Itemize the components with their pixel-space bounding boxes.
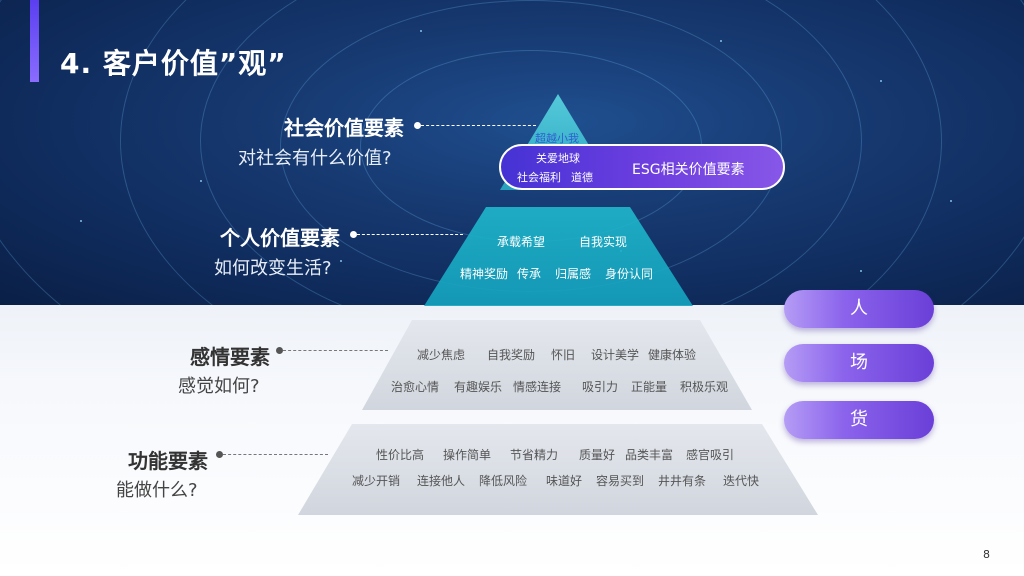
keyword-item: 自我奖励 bbox=[487, 348, 536, 362]
keyword-item: 设计美学 bbox=[591, 348, 640, 362]
keyword-item: 性价比高 bbox=[376, 448, 425, 462]
keyword-item: 传承 bbox=[517, 267, 542, 281]
social-value-label: 社会价值要素 bbox=[284, 116, 404, 140]
keyword-item: 治愈心情 bbox=[391, 380, 440, 394]
keyword-item: 正能量 bbox=[631, 380, 668, 394]
goods-pill: 货 bbox=[784, 401, 934, 439]
keyword-item: 积极乐观 bbox=[680, 380, 729, 394]
keyword-item: 有趣娱乐 bbox=[454, 380, 503, 394]
keyword-item: 井井有条 bbox=[658, 474, 707, 488]
social-connector-dot bbox=[414, 122, 421, 129]
pyramid-emotional-tier bbox=[362, 320, 752, 410]
keyword-item: 健康体验 bbox=[648, 348, 697, 362]
social-connector-line bbox=[421, 125, 536, 126]
functional-connector-dot bbox=[216, 451, 223, 458]
keyword-item: 降低风险 bbox=[479, 474, 528, 488]
keyword-item: 情感连接 bbox=[513, 380, 562, 394]
keyword-item: 承载希望 bbox=[497, 235, 546, 249]
keyword-item: 精神奖励 bbox=[460, 267, 509, 281]
emotional-connector-line bbox=[283, 350, 388, 351]
emotional-connector-dot bbox=[276, 347, 283, 354]
keyword-item: 怀旧 bbox=[551, 348, 576, 362]
keyword-item: 归属感 bbox=[555, 267, 592, 281]
keyword-transcend-self: 超越小我 bbox=[535, 132, 579, 145]
place-pill: 场 bbox=[784, 344, 934, 382]
functional-label: 功能要素 bbox=[128, 449, 208, 473]
keyword-item: 品类丰富 bbox=[625, 448, 674, 462]
keyword-item: 操作简单 bbox=[443, 448, 492, 462]
emotional-question: 感觉如何? bbox=[178, 376, 260, 397]
keyword-item: 节省精力 bbox=[510, 448, 559, 462]
functional-question: 能做什么? bbox=[116, 480, 198, 501]
keyword-item: 感官吸引 bbox=[686, 448, 735, 462]
slide-title: 4. 客户价值”观” bbox=[60, 47, 287, 80]
people-pill: 人 bbox=[784, 290, 934, 328]
social-value-question: 对社会有什么价值? bbox=[238, 148, 392, 169]
title-accent-bar bbox=[30, 0, 39, 82]
page-number: 8 bbox=[983, 548, 990, 561]
pyramid-functional-tier bbox=[298, 424, 818, 515]
personal-connector-dot bbox=[350, 231, 357, 238]
keyword-item: 味道好 bbox=[546, 474, 583, 488]
keyword-item: 迭代快 bbox=[723, 474, 760, 488]
functional-connector-line bbox=[223, 454, 328, 455]
keyword-item: 减少开销 bbox=[352, 474, 401, 488]
esg-pill bbox=[499, 144, 785, 190]
keyword-item: 吸引力 bbox=[582, 380, 619, 394]
keyword-item: 连接他人 bbox=[417, 474, 466, 488]
pyramid-personal-tier bbox=[424, 207, 693, 306]
keyword-item: 质量好 bbox=[579, 448, 616, 462]
personal-value-label: 个人价值要素 bbox=[220, 226, 340, 250]
keyword-ethics: 道德 bbox=[571, 171, 593, 184]
keyword-social-welfare: 社会福利 bbox=[517, 171, 561, 184]
personal-value-question: 如何改变生活? bbox=[214, 258, 332, 279]
personal-connector-line bbox=[357, 234, 463, 235]
keyword-item: 容易买到 bbox=[596, 474, 645, 488]
keyword-item: 自我实现 bbox=[579, 235, 628, 249]
keyword-item: 减少焦虑 bbox=[417, 348, 466, 362]
keyword-item: 身份认同 bbox=[605, 267, 654, 281]
emotional-label: 感情要素 bbox=[190, 345, 270, 369]
esg-label: ESG相关价值要素 bbox=[632, 162, 745, 178]
keyword-care-earth: 关爱地球 bbox=[536, 152, 580, 165]
